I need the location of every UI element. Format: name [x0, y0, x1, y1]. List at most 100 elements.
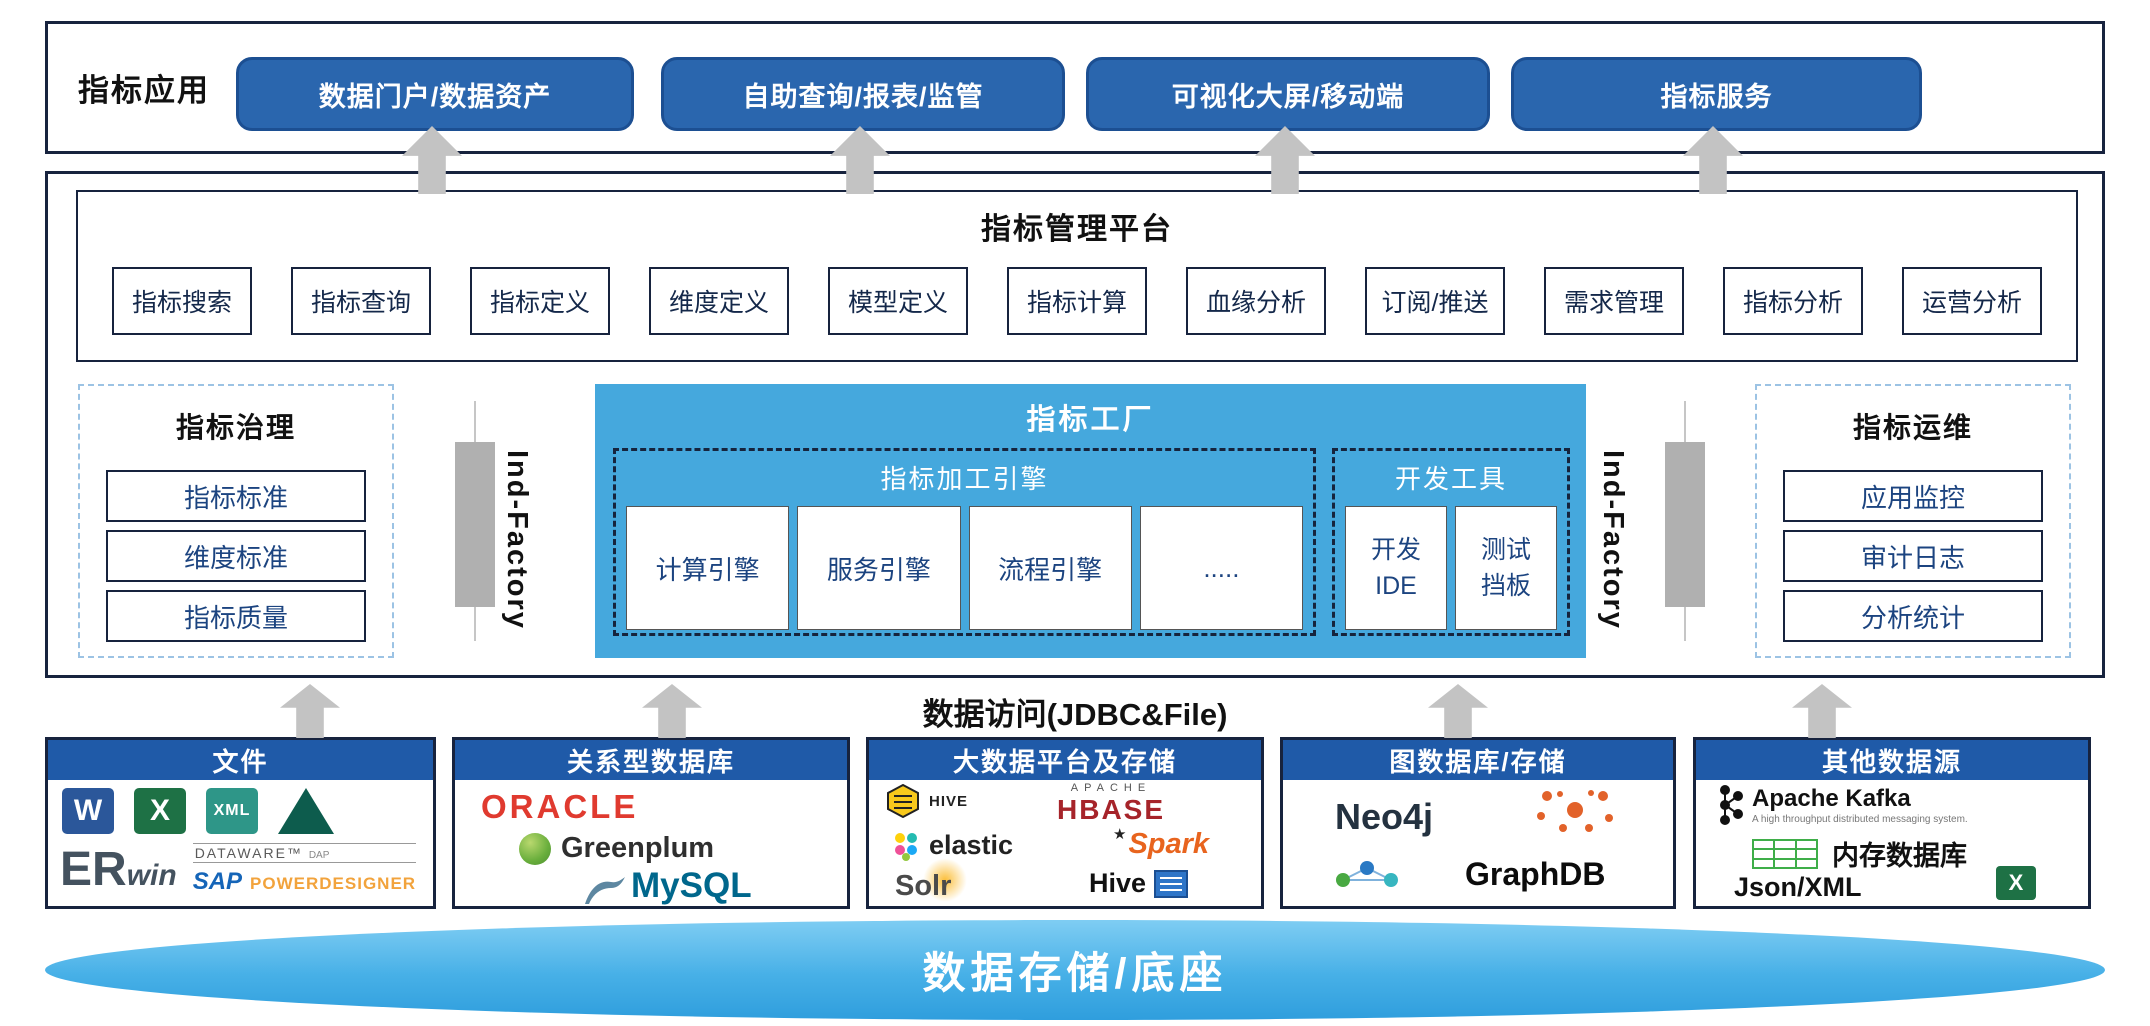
- engine-items-row: 计算引擎 服务引擎 流程引擎 .....: [616, 506, 1313, 630]
- tool-ide-line2: IDE: [1375, 572, 1417, 600]
- datasource-graph-header: 图数据库/存储: [1283, 740, 1673, 780]
- erwin-er-text: ER: [60, 843, 127, 896]
- powerdesigner-text: POWERDESIGNER: [250, 874, 417, 893]
- management-title: 指标管理平台: [981, 213, 1173, 246]
- factory-title: 指标工厂: [1026, 404, 1155, 436]
- hive-bee-icon: [887, 784, 919, 818]
- kafka-icon: [1720, 785, 1743, 825]
- tool-mock-line2: 挡板: [1480, 572, 1531, 600]
- xml-icon: XML: [206, 788, 258, 834]
- kafka-text: Apache Kafka: [1752, 785, 1911, 812]
- tool-item-ide: 开发 IDE: [1345, 506, 1447, 630]
- graphdb-text: GraphDB: [1465, 856, 1606, 892]
- kafka-logo: Apache Kafka A high throughput distribut…: [1718, 784, 1968, 826]
- engine-group: 指标加工引擎 计算引擎 服务引擎 流程引擎 .....: [613, 448, 1316, 636]
- data-access-label: 数据访问(JDBC&File): [922, 697, 1228, 732]
- mgmt-item-calculation: 指标计算: [1007, 267, 1147, 335]
- operations-item-audit: 审计日志: [1783, 530, 2043, 582]
- hbase-text: HBASE: [1057, 794, 1166, 825]
- hive-text-logo: Hive: [1089, 868, 1189, 899]
- kafka-text-column: Apache Kafka A high throughput distribut…: [1752, 785, 1968, 825]
- storage-label: 数据存储/底座: [922, 950, 1228, 998]
- management-platform-box: 指标管理平台 指标搜索 指标查询 指标定义 维度定义 模型定义 指标计算 血缘分…: [45, 171, 2105, 678]
- mgmt-item-lineage: 血缘分析: [1186, 267, 1326, 335]
- spark-text: Spark: [1128, 828, 1210, 860]
- mgmt-item-dimension: 维度定义: [649, 267, 789, 335]
- tool-ide-line1: 开发: [1370, 535, 1421, 564]
- left-connector-bar: [455, 442, 495, 607]
- governance-items: 指标标准 维度标准 指标质量: [80, 470, 392, 642]
- datasource-bigdata-header: 大数据平台及存储: [869, 740, 1261, 780]
- mgmt-item-requirements: 需求管理: [1544, 267, 1684, 335]
- tool-mock-line1: 测试: [1480, 535, 1531, 564]
- dataware-logo: DATAWARE™ DAP: [192, 843, 417, 863]
- engine-item-process: 流程引擎: [968, 506, 1132, 630]
- governance-item-standard: 指标标准: [106, 470, 366, 522]
- engine-item-compute: 计算引擎: [626, 506, 790, 630]
- graph-nodes-icon: [1336, 861, 1398, 887]
- hbase-logo: APACHE HBASE: [1057, 782, 1165, 826]
- storage-base: 数据存储/底座: [45, 920, 2105, 1020]
- mgmt-item-model: 模型定义: [828, 267, 968, 335]
- greenplum-text: Greenplum: [561, 832, 715, 864]
- excel-icon: X: [134, 788, 186, 834]
- mysql-logo: MySQL: [583, 866, 752, 906]
- mysql-dolphin-icon: [585, 877, 625, 904]
- engine-item-service: 服务引擎: [797, 506, 961, 630]
- datasource-files-header: 文件: [48, 740, 433, 780]
- erwin-logo: ERwin: [60, 842, 177, 897]
- tools-items-row: 开发 IDE 测试 挡板: [1335, 506, 1567, 630]
- pyramid-icon: [278, 788, 334, 834]
- datasource-relational-body: ORACLE Greenplum MySQL: [455, 780, 847, 906]
- hive-text: Hive: [1089, 868, 1147, 898]
- app-button-indicator-service: 指标服务: [1511, 57, 1922, 131]
- right-connector-bar: [1665, 442, 1705, 607]
- datasource-files-box: 文件 W X XML ERwin DATAWARE™ DAP SAP: [45, 737, 436, 909]
- solr-logo: Solr: [895, 858, 968, 903]
- memdb-text: 内存数据库: [1832, 841, 1967, 871]
- app-button-visualization: 可视化大屏/移动端: [1086, 57, 1490, 131]
- app-button-data-portal: 数据门户/数据资产: [236, 57, 634, 131]
- file-logos-column: DATAWARE™ DAP SAP POWERDESIGNER: [192, 843, 417, 896]
- operations-title: 指标运维: [1852, 412, 1973, 443]
- mgmt-item-analysis: 指标分析: [1723, 267, 1863, 335]
- tool-item-mock: 测试 挡板: [1455, 506, 1557, 630]
- mgmt-item-operation-analysis: 运营分析: [1902, 267, 2042, 335]
- dataware-text: DATAWARE™: [194, 845, 303, 861]
- factory-panel: 指标工厂 指标加工引擎 计算引擎 服务引擎 流程引擎 ..... 开发工具 开发…: [595, 384, 1586, 658]
- datasource-relational-header: 关系型数据库: [455, 740, 847, 780]
- sap-text: SAP: [192, 868, 243, 895]
- tools-group: 开发工具 开发 IDE 测试 挡板: [1332, 448, 1570, 636]
- dataware-dap-text: DAP: [308, 850, 330, 861]
- spark-logo: ★ Spark: [1113, 826, 1210, 861]
- app-layer-box: 指标应用 数据门户/数据资产 自助查询/报表/监管 可视化大屏/移动端 指标服务: [45, 21, 2105, 154]
- datasource-other-box: 其他数据源 Apache: [1693, 737, 2091, 909]
- datasource-other-body: Apache Kafka A high throughput distribut…: [1696, 780, 2088, 906]
- mysql-text: MySQL: [631, 866, 752, 905]
- datasource-graph-box: 图数据库/存储 Neo4j: [1280, 737, 1676, 909]
- governance-panel: 指标治理 指标标准 维度标准 指标质量: [78, 384, 394, 658]
- mgmt-item-query: 指标查询: [291, 267, 431, 335]
- operations-items: 应用监控 审计日志 分析统计: [1757, 470, 2069, 642]
- operations-panel: 指标运维 应用监控 审计日志 分析统计: [1755, 384, 2071, 658]
- elastic-text: elastic: [929, 830, 1014, 860]
- governance-item-quality: 指标质量: [106, 590, 366, 642]
- datasource-graph-body: Neo4j: [1283, 780, 1673, 906]
- governance-item-dimension: 维度标准: [106, 530, 366, 582]
- datasource-files-body: W X XML ERwin DATAWARE™ DAP SAP POWERDES…: [48, 780, 433, 906]
- solr-sun-icon: [923, 858, 968, 902]
- solr-text: Solr: [895, 870, 952, 902]
- ind-factory-right-label: Ind-Factory: [1597, 450, 1629, 630]
- greenplum-icon: [519, 832, 551, 865]
- erwin-win-text: win: [126, 859, 177, 892]
- neo4j-text: Neo4j: [1335, 796, 1434, 837]
- app-button-self-service: 自助查询/报表/监管: [661, 57, 1065, 131]
- table-grid-icon: [1752, 838, 1818, 869]
- apache-text: APACHE: [1070, 782, 1152, 794]
- datasource-other-header: 其他数据源: [1696, 740, 2088, 780]
- engine-group-title: 指标加工引擎: [880, 464, 1049, 494]
- mgmt-item-search: 指标搜索: [112, 267, 252, 335]
- orange-cluster-icon: [1537, 790, 1613, 832]
- tools-group-title: 开发工具: [1394, 464, 1507, 494]
